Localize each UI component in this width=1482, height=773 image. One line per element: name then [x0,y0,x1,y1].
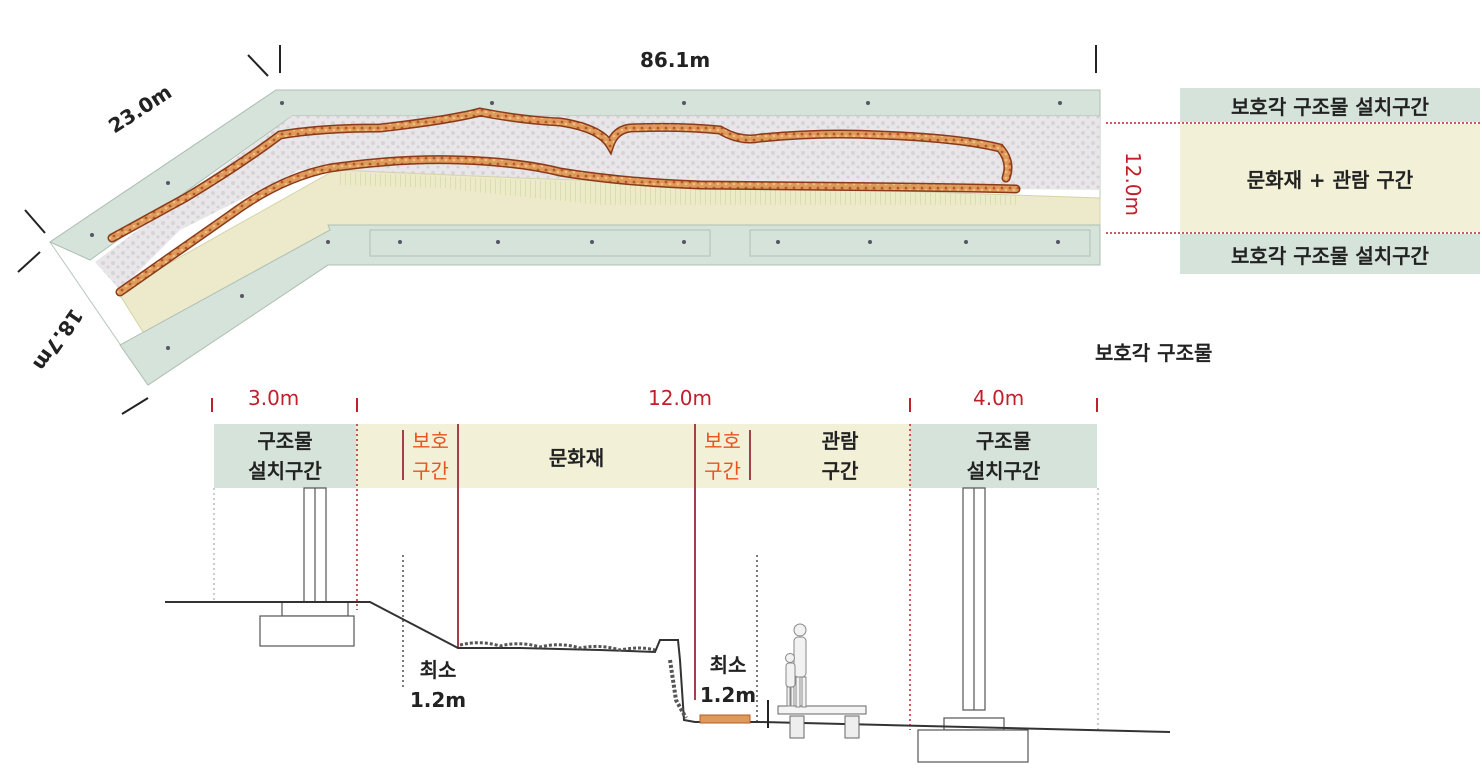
zone-left-line2: 설치구간 [248,459,322,483]
plan-dim-height: 12.0m [1121,152,1145,217]
right-structure-column [917,487,1029,763]
visitor-figures [785,623,807,708]
plan-dim-top: 86.1m [640,48,711,72]
zone-protect-1-line1: 보호 [412,429,449,453]
viewing-platform [767,700,867,739]
min-right-line2: 1.2m [699,683,757,707]
legend-middle-label: 문화재 + 관람 구간 [1246,167,1414,192]
zone-left-structure-label: 구조물 설치구간 [214,426,356,486]
section-title: 보호각 구조물 [1095,341,1213,365]
min-left-line2: 1.2m [409,688,467,712]
legend-bottom-label: 보호각 구조물 설치구간 [1231,243,1429,268]
zone-protect-2-line2: 구간 [704,459,741,483]
section-dim-right: 4.0m [973,386,1025,410]
zone-protect-1-line2: 구간 [412,459,449,483]
zone-heritage-label: 문화재 [548,446,605,470]
plan-view [17,45,1480,415]
min-right-line1: 최소 [709,653,747,677]
legend-top-structure: 보호각 구조물 설치구간 [1180,88,1480,122]
legend-heritage-viewing: 문화재 + 관람 구간 [1180,124,1480,232]
plan-bottom-structure-band [119,224,1101,386]
plan-column-markers [90,101,1062,350]
section-dim-left: 3.0m [248,386,300,410]
section-view [165,398,1171,763]
plan-rubble-area [95,116,1100,290]
left-structure-column [259,487,355,647]
section-dim-mid: 12.0m [648,386,713,410]
zone-bg-heritage [356,424,910,488]
zone-left-line1: 구조물 [257,429,313,453]
zone-view-line2: 구간 [821,459,859,483]
min-left-line1: 최소 [419,658,457,682]
min-clearance-right: 최소 1.2m [696,650,760,710]
zone-right-structure-label: 구조물 설치구간 [910,426,1097,486]
min-clearance-left: 최소 1.2m [403,655,473,715]
legend-top-label: 보호각 구조물 설치구간 [1231,94,1429,119]
zone-bg-left-structure [214,424,356,488]
zone-protect-2-label: 보호 구간 [695,426,750,486]
zone-right-line1: 구조물 [975,429,1032,453]
zone-bg-right-structure [910,424,1097,488]
zone-view-label: 관람 구간 [770,426,910,486]
legend-bottom-structure: 보호각 구조물 설치구간 [1180,234,1480,274]
zone-view-line1: 관람 [821,429,859,453]
zone-protect-1-label: 보호 구간 [403,426,458,486]
section-dim-ticks [211,398,1098,412]
zone-protect-2-line1: 보호 [704,429,741,453]
ground-profile [165,601,1171,733]
zone-right-line2: 설치구간 [966,459,1041,483]
